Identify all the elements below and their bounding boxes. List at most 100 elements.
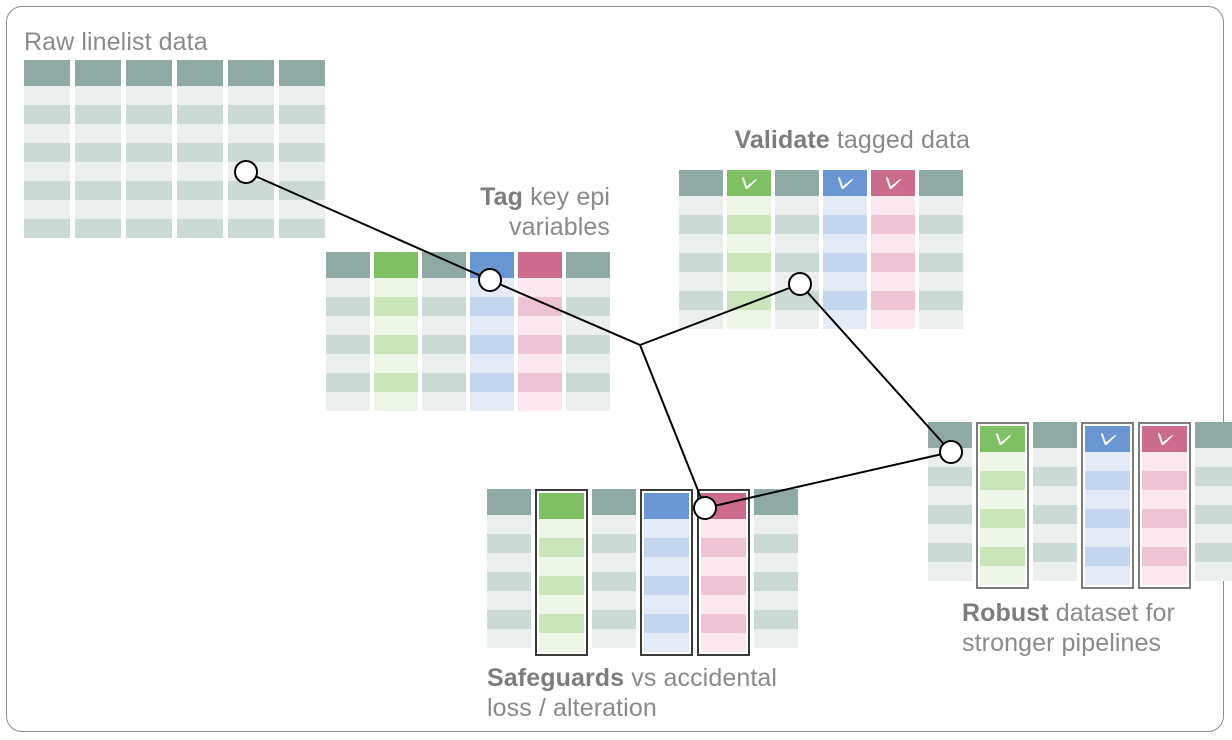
table-column-gray-2 bbox=[775, 170, 819, 329]
table-row-cell bbox=[24, 181, 70, 200]
table-row-cell bbox=[1195, 543, 1232, 562]
table-row-cell bbox=[1085, 528, 1130, 547]
table-row-cell bbox=[422, 278, 466, 297]
table-row-cell bbox=[177, 181, 223, 200]
table-row-cell bbox=[566, 373, 610, 392]
table-row-cell bbox=[177, 200, 223, 219]
table-row-cell bbox=[470, 316, 514, 335]
table-safeguards bbox=[487, 489, 798, 656]
table-row-cell bbox=[228, 219, 274, 238]
table-row-cell bbox=[326, 278, 370, 297]
table-row-cell bbox=[644, 538, 689, 557]
table-row-cell bbox=[928, 562, 972, 581]
caption-robust-dataset-for-stronger-pipelines: Robust dataset for stronger pipelines bbox=[962, 599, 1175, 657]
table-column-gray-5 bbox=[919, 170, 963, 329]
table-row-cell bbox=[928, 486, 972, 505]
table-row-cell bbox=[727, 234, 771, 253]
table-row-cell bbox=[126, 181, 172, 200]
table-column-gray-2 bbox=[592, 489, 636, 656]
table-header-cell bbox=[644, 493, 689, 519]
table-row-cell bbox=[1142, 490, 1187, 509]
table-row-cell bbox=[126, 86, 172, 105]
table-row-cell bbox=[679, 291, 723, 310]
table-header-cell bbox=[871, 170, 915, 196]
table-row-cell bbox=[279, 200, 325, 219]
table-row-cell bbox=[919, 310, 963, 329]
table-row-cell bbox=[279, 219, 325, 238]
table-row-cell bbox=[823, 253, 867, 272]
table-row-cell bbox=[75, 105, 121, 124]
table-row-cell bbox=[1142, 528, 1187, 547]
table-header-cell bbox=[75, 60, 121, 86]
table-row-cell bbox=[1195, 448, 1232, 467]
table-row-cell bbox=[919, 253, 963, 272]
table-row-cell bbox=[871, 310, 915, 329]
table-row-cell bbox=[279, 162, 325, 181]
table-row-cell bbox=[566, 297, 610, 316]
table-column-gray-2 bbox=[1033, 422, 1077, 589]
table-row-cell bbox=[871, 215, 915, 234]
table-row-cell bbox=[539, 538, 584, 557]
table-column-gray-0 bbox=[679, 170, 723, 329]
table-column-pink-4 bbox=[518, 252, 562, 411]
table-row-cell bbox=[228, 181, 274, 200]
table-row-cell bbox=[75, 219, 121, 238]
table-row-cell bbox=[980, 452, 1025, 471]
table-header-cell bbox=[592, 489, 636, 515]
table-header-cell bbox=[679, 170, 723, 196]
table-row-cell bbox=[644, 519, 689, 538]
table-row-cell bbox=[727, 291, 771, 310]
table-row-cell bbox=[24, 143, 70, 162]
table-row-cell bbox=[919, 215, 963, 234]
table-row-cell bbox=[701, 519, 746, 538]
table-row-cell bbox=[422, 373, 466, 392]
table-row-cell bbox=[823, 196, 867, 215]
table-row-cell bbox=[374, 392, 418, 411]
table-column-gray-5 bbox=[1195, 422, 1232, 589]
table-row-cell bbox=[727, 253, 771, 272]
table-row-cell bbox=[518, 297, 562, 316]
table-row-cell bbox=[470, 278, 514, 297]
caption-emphasis: Safeguards bbox=[487, 664, 625, 692]
table-row-cell bbox=[644, 633, 689, 652]
table-row-cell bbox=[487, 591, 531, 610]
table-row-cell bbox=[1085, 547, 1130, 566]
table-row-cell bbox=[775, 291, 819, 310]
table-row-cell bbox=[539, 519, 584, 538]
table-row-cell bbox=[980, 509, 1025, 528]
table-row-cell bbox=[1085, 509, 1130, 528]
table-row-cell bbox=[701, 614, 746, 633]
table-row-cell bbox=[228, 200, 274, 219]
table-row-cell bbox=[727, 215, 771, 234]
table-row-cell bbox=[775, 272, 819, 291]
table-header-cell bbox=[701, 493, 746, 519]
table-header-cell bbox=[1033, 422, 1077, 448]
table-row-cell bbox=[126, 162, 172, 181]
table-row-cell bbox=[823, 272, 867, 291]
table-header-cell bbox=[326, 252, 370, 278]
table-column-gray-1 bbox=[75, 60, 121, 238]
table-row-cell bbox=[487, 553, 531, 572]
table-row-cell bbox=[326, 354, 370, 373]
table-header-cell bbox=[823, 170, 867, 196]
table-row-cell bbox=[75, 181, 121, 200]
caption-validate-tagged-data: Validate tagged data bbox=[734, 126, 970, 154]
table-row-cell bbox=[727, 310, 771, 329]
table-row-cell bbox=[1085, 490, 1130, 509]
table-column-gray-4 bbox=[228, 60, 274, 238]
table-row-cell bbox=[701, 633, 746, 652]
table-row-cell bbox=[539, 595, 584, 614]
table-row-cell bbox=[1033, 505, 1077, 524]
table-column-pink-4 bbox=[1138, 422, 1191, 589]
table-header-cell bbox=[566, 252, 610, 278]
caption-raw-linelist-data: Raw linelist data bbox=[24, 28, 208, 56]
table-row-cell bbox=[980, 471, 1025, 490]
table-row-cell bbox=[75, 124, 121, 143]
table-row-cell bbox=[871, 272, 915, 291]
table-row-cell bbox=[470, 335, 514, 354]
table-header-cell bbox=[374, 252, 418, 278]
table-column-blue-3 bbox=[823, 170, 867, 329]
table-header-cell bbox=[928, 422, 972, 448]
table-row-cell bbox=[1033, 524, 1077, 543]
